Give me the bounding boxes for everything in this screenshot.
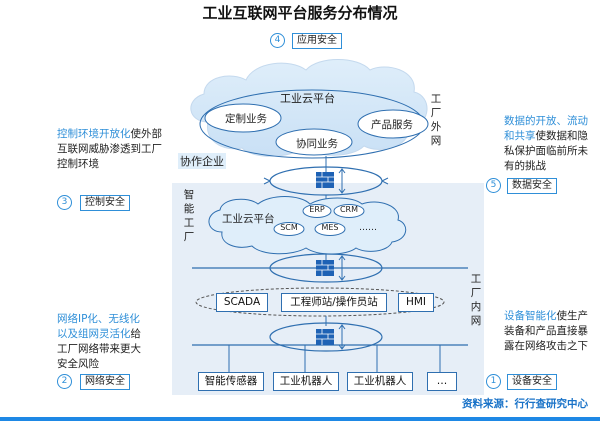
note-network-text: 给工厂网络带来更大安全风险 bbox=[57, 328, 141, 370]
note-device-highlight: 设备智能化 bbox=[504, 310, 557, 322]
product-service-ellipse bbox=[357, 109, 429, 139]
custom-business-label: 定制业务 bbox=[225, 113, 267, 125]
note-device: 设备智能化使生产装备和产品直接暴露在网络攻击之下 bbox=[504, 309, 590, 354]
note-control-highlight: 控制环境开放化 bbox=[57, 128, 131, 140]
note-data: 数据的开放、流动和共享使数据和隐私保护面临前所未有的挑战 bbox=[504, 114, 590, 174]
note-control: 控制环境开放化使外部互联网威胁渗透到工厂控制环境 bbox=[57, 127, 167, 172]
firewall-ring-3 bbox=[269, 322, 383, 352]
collab-enterprise-label: 协作企业 bbox=[178, 153, 226, 169]
cloud-top-name: 工业云平台 bbox=[280, 92, 335, 105]
security-label-2: 网络安全 bbox=[80, 374, 130, 390]
collab-business-ellipse bbox=[275, 128, 353, 156]
security-label-5: 数据安全 bbox=[507, 178, 557, 194]
scm-label: SCM bbox=[280, 223, 298, 232]
page-title: 工业互联网平台服务分布情况 bbox=[202, 4, 398, 22]
note-data-text: 使数据和隐私保护面临前所未有的挑战 bbox=[504, 130, 588, 172]
erp-ellipse bbox=[302, 204, 332, 218]
engineer-station-box: 工程师站/操作员站 bbox=[281, 293, 387, 312]
device-more-box: … bbox=[427, 372, 457, 391]
scm-ellipse bbox=[273, 222, 305, 236]
note-device-text: 使生产装备和产品直接暴露在网络攻击之下 bbox=[504, 310, 588, 352]
crm-label: CRM bbox=[339, 205, 359, 214]
cloud-inner-name: 工业云平台 bbox=[222, 213, 275, 225]
collab-business-label: 协同业务 bbox=[296, 138, 338, 150]
firewall-icon-2 bbox=[316, 260, 334, 276]
firewall-icon-3 bbox=[316, 329, 334, 345]
note-network-highlight: 网络IP化、无线化以及组网灵活化 bbox=[57, 313, 140, 340]
hmi-box: HMI bbox=[398, 293, 434, 312]
cloud-inner-more: …… bbox=[359, 223, 377, 233]
product-service-label: 产品服务 bbox=[371, 119, 413, 131]
note-data-highlight: 数据的开放、流动和共享 bbox=[504, 115, 588, 142]
erp-label: ERP bbox=[309, 205, 325, 214]
firewall-icon-1 bbox=[316, 172, 334, 188]
custom-business-ellipse bbox=[204, 103, 282, 133]
security-num-5: 5 bbox=[486, 178, 501, 193]
smart-sensor-box: 智能传感器 bbox=[198, 372, 264, 391]
security-num-3: 3 bbox=[57, 195, 72, 210]
scada-box: SCADA bbox=[216, 293, 268, 312]
source-note: 资料来源：行行查研究中心 bbox=[462, 398, 588, 410]
security-num-1: 1 bbox=[486, 374, 501, 389]
factory-outer-label: 工厂外网 bbox=[430, 93, 442, 147]
industrial-robot-box-2: 工业机器人 bbox=[347, 372, 413, 391]
security-num-4: 4 bbox=[270, 33, 285, 48]
smart-factory-label: 智能工厂 bbox=[183, 189, 195, 243]
note-network: 网络IP化、无线化以及组网灵活化给工厂网络带来更大安全风险 bbox=[57, 312, 149, 372]
crm-ellipse bbox=[333, 204, 365, 218]
bottom-accent-bar bbox=[0, 417, 600, 421]
firewall-ring-2 bbox=[269, 253, 383, 283]
security-num-2: 2 bbox=[57, 374, 72, 389]
security-label-1: 设备安全 bbox=[507, 374, 557, 390]
mes-label: MES bbox=[321, 223, 339, 232]
control-layer-ellipse bbox=[195, 287, 445, 317]
security-label-4: 应用安全 bbox=[292, 33, 342, 49]
security-label-3: 控制安全 bbox=[80, 195, 130, 211]
mes-ellipse bbox=[314, 222, 346, 236]
factory-inner-label: 工厂内网 bbox=[470, 273, 482, 327]
note-control-text: 使外部互联网威胁渗透到工厂控制环境 bbox=[57, 128, 162, 170]
industrial-robot-box-1: 工业机器人 bbox=[273, 372, 339, 391]
